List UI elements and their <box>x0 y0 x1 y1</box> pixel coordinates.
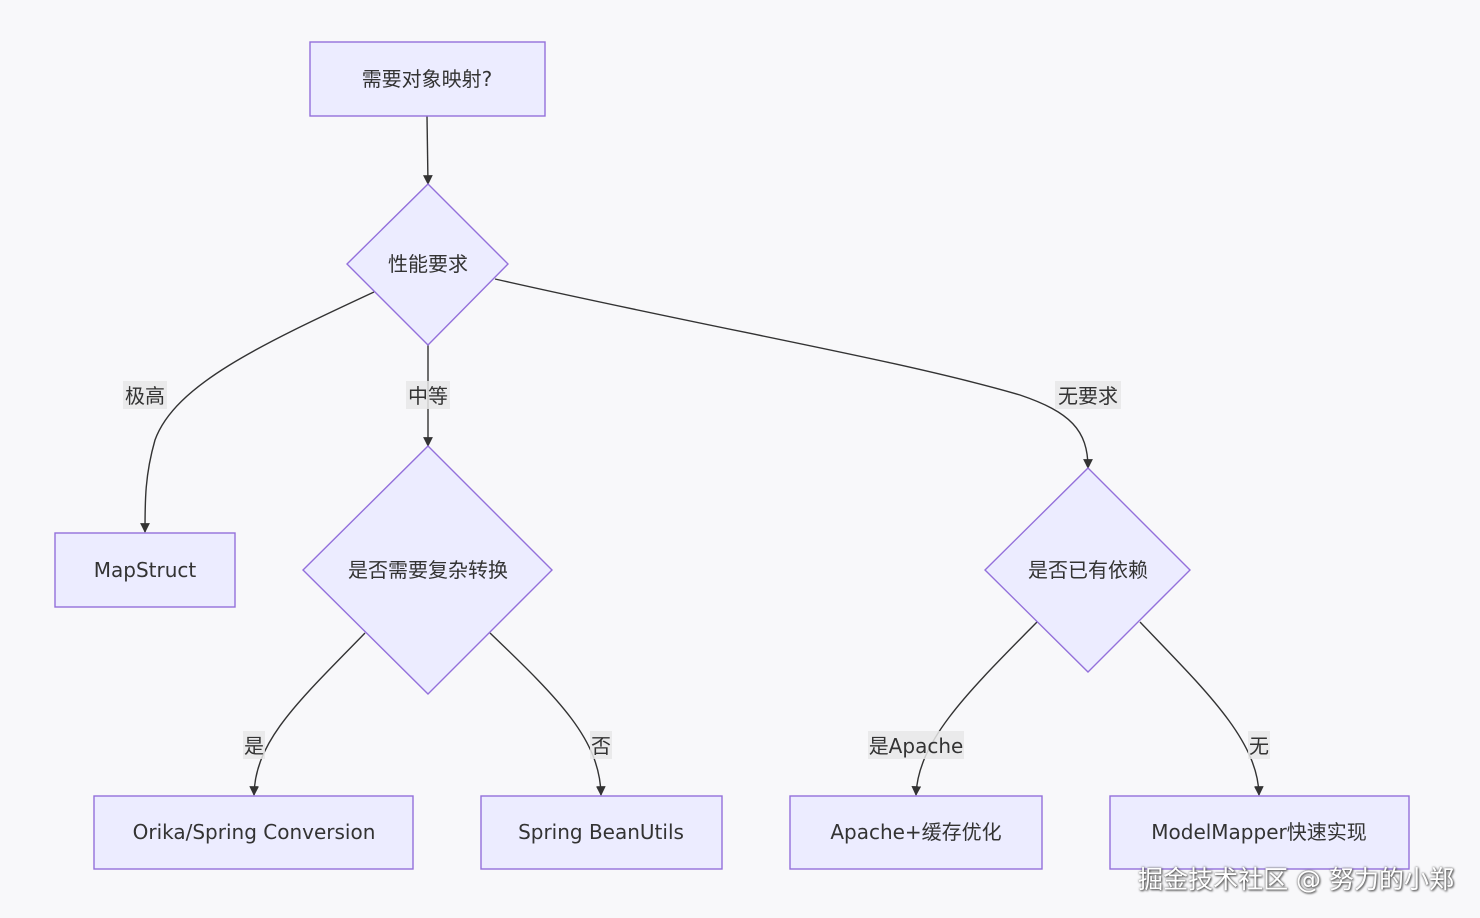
edge-performance-to-dependency <box>494 278 1093 469</box>
node-orika-label: Orika/Spring Conversion <box>133 820 376 844</box>
node-apache: Apache+缓存优化 <box>789 795 1043 870</box>
node-dependency-label: 是否已有依赖 <box>1028 558 1148 582</box>
edge-label-none: 无 <box>1248 731 1270 759</box>
edge-label-very-high: 极高 <box>123 381 167 409</box>
edge-label-very-high-text: 极高 <box>125 384 165 408</box>
node-modelmapper-label: ModelMapper快速实现 <box>1151 820 1366 844</box>
node-performance-label: 性能要求 <box>388 252 468 276</box>
edge-label-yes-apache: 是Apache <box>868 731 964 759</box>
node-mapstruct-label: MapStruct <box>94 558 197 582</box>
edge-label-medium: 中等 <box>406 381 450 409</box>
edge-label-yes: 是 <box>243 731 265 759</box>
node-start-label: 需要对象映射? <box>362 67 493 91</box>
node-mapstruct: MapStruct <box>54 532 236 608</box>
edge-start-to-performance <box>422 115 433 185</box>
node-beanutils: Spring BeanUtils <box>480 795 723 870</box>
edge-label-medium-text: 中等 <box>408 384 448 408</box>
node-orika: Orika/Spring Conversion <box>93 795 414 870</box>
node-complex-label: 是否需要复杂转换 <box>348 558 508 582</box>
edge-complex-to-orika <box>249 632 366 796</box>
node-start: 需要对象映射? <box>309 41 546 117</box>
edge-label-yes-apache-text: 是Apache <box>869 734 964 758</box>
node-apache-label: Apache+缓存优化 <box>830 820 1001 844</box>
edge-performance-to-mapstruct <box>140 291 375 533</box>
edge-label-yes-text: 是 <box>244 734 264 758</box>
nodes: 需要对象映射? 性能要求 MapStruct 是否需要复杂转换 是否已有依赖 O… <box>54 41 1410 870</box>
edges <box>140 115 1264 796</box>
node-performance: 性能要求 <box>346 183 509 346</box>
edge-label-none-text: 无 <box>1249 734 1269 758</box>
edge-dependency-to-modelmapper <box>1139 621 1264 796</box>
watermark: 掘金技术社区 @ 努力的小郑 <box>1138 865 1454 894</box>
node-modelmapper: ModelMapper快速实现 <box>1109 795 1410 870</box>
node-complex: 是否需要复杂转换 <box>302 445 553 695</box>
edge-label-none-required: 无要求 <box>1055 381 1121 409</box>
node-beanutils-label: Spring BeanUtils <box>518 820 684 844</box>
edge-label-no-text: 否 <box>591 734 611 758</box>
edge-dependency-to-apache <box>911 621 1038 796</box>
node-dependency: 是否已有依赖 <box>984 467 1191 673</box>
edge-labels: 极高 中等 无要求 是 否 是Apache 无 <box>123 381 1270 759</box>
edge-complex-to-beanutils <box>489 632 606 796</box>
edge-label-no: 否 <box>590 731 612 759</box>
edge-label-none-required-text: 无要求 <box>1058 384 1118 408</box>
